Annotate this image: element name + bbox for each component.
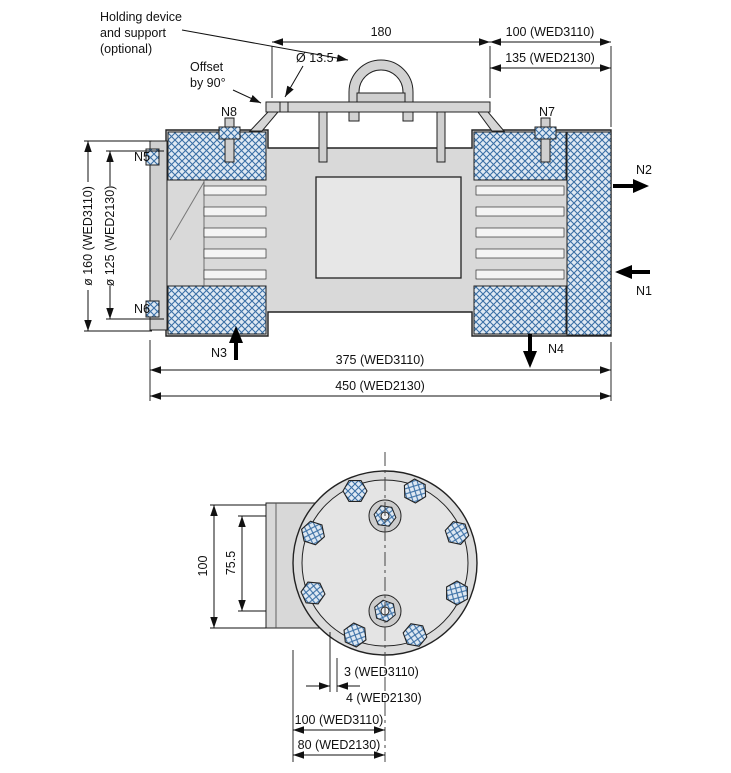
u-bolt-clamp	[348, 59, 414, 122]
dim-gap-a-label: 3 (WED3110)	[344, 665, 419, 679]
dim-end-offset-b-label: 135 (WED2130)	[505, 51, 595, 65]
nozzle-label-n8: N8	[221, 105, 237, 119]
callout-offset: Offset by 90°	[190, 60, 262, 104]
nozzle-arrow-n3	[229, 326, 243, 360]
callout-holding-device: Holding device and support (optional)	[100, 10, 349, 62]
dim-gap-b-label: 4 (WED2130)	[346, 691, 422, 705]
nozzle-label-n4: N4	[548, 342, 564, 356]
right-end-cap-hatch	[566, 131, 612, 336]
support-stem-right	[436, 111, 446, 163]
dim-bracket-span: 180	[271, 25, 491, 98]
holding-device-line2: and support	[100, 26, 167, 40]
dim-dia-b-label: ø 125 (WED2130)	[103, 186, 117, 287]
dim-end-offset-a-label: 100 (WED3110)	[506, 25, 595, 39]
clamp-plate	[356, 92, 406, 103]
bolt-icon	[300, 520, 326, 546]
dim-depth: 100 (WED3110) 80 (WED2130)	[292, 650, 385, 762]
front-view: 100 75.5 3 (WED3110) 4 (WED2130) 100 (WE…	[196, 452, 478, 762]
left-bonnet-edge	[169, 181, 205, 241]
holding-device-line1: Holding device	[100, 10, 182, 24]
stud-n7	[540, 117, 551, 163]
nozzle-label-n1: N1	[636, 284, 652, 298]
bolt-icon	[300, 581, 326, 605]
bolt-icon	[444, 520, 470, 546]
dim-length-b-label: 450 (WED2130)	[335, 379, 425, 393]
offset-line2: by 90°	[190, 76, 226, 90]
tube-bundle-right	[475, 185, 565, 280]
plug-n5	[145, 148, 160, 166]
dim-gasket-gap: 3 (WED3110) 4 (WED2130)	[306, 632, 422, 705]
dim-bracket-span-label: 180	[371, 25, 392, 39]
callout-hole-diameter: Ø 13.5	[284, 51, 334, 98]
shell-center-panel	[315, 176, 462, 279]
right-head-hatch-bottom	[473, 285, 567, 335]
stud-n8	[224, 117, 235, 163]
side-view: 180 100 (WED3110) 135 (WED2130) ø 160 (W…	[81, 10, 652, 401]
left-flange-plate	[149, 140, 168, 331]
support-foot-right	[477, 111, 506, 132]
nozzle-arrow-n1	[615, 265, 650, 279]
dim-dia-a-label: ø 160 (WED3110)	[81, 186, 95, 286]
plug-n6	[145, 300, 160, 318]
bolt-icon	[446, 580, 468, 606]
dim-depth-a-label: 100 (WED3110)	[295, 713, 384, 727]
bolt-icon	[402, 623, 428, 647]
left-head-hatch-top	[167, 131, 267, 181]
dim-shell-diameter: ø 160 (WED3110) ø 125 (WED2130)	[81, 140, 164, 332]
support-foot-left	[248, 111, 280, 132]
offset-line1: Offset	[190, 60, 224, 74]
dim-length-a-label: 375 (WED3110)	[336, 353, 425, 367]
flange-bolts	[300, 478, 470, 648]
hole-diameter-label: Ø 13.5	[296, 51, 334, 65]
nozzle-label-n6: N6	[134, 302, 150, 316]
tube-bundle-left	[203, 185, 267, 280]
dim-overall-length: 375 (WED3110) 450 (WED2130)	[149, 340, 612, 401]
nozzle-label-n7: N7	[539, 105, 555, 119]
nozzle-arrow-n2	[613, 179, 649, 193]
dim-bolt-spacing: 75.5	[224, 515, 266, 612]
nozzle-arrow-n4	[523, 334, 537, 368]
bolt-icon	[403, 478, 427, 504]
nut-n7	[534, 126, 557, 140]
support-stem-left	[318, 111, 328, 163]
dim-depth-b-label: 80 (WED2130)	[298, 738, 381, 752]
bolt-icon	[342, 480, 368, 502]
dim-bracket-height: 100	[196, 504, 266, 629]
nozzle-label-n3: N3	[211, 346, 227, 360]
bolt-icon	[343, 622, 367, 648]
dim-bolt-spacing-label: 75.5	[224, 551, 238, 575]
nozzle-label-n5: N5	[134, 150, 150, 164]
right-head-hatch-top	[473, 131, 567, 181]
support-bar	[265, 101, 491, 113]
dim-bracket-height-label: 100	[196, 556, 210, 577]
holding-device-line3: (optional)	[100, 42, 152, 56]
nut-n8	[218, 126, 241, 140]
nozzle-label-n2: N2	[636, 163, 652, 177]
dim-end-offset: 100 (WED3110) 135 (WED2130)	[490, 25, 612, 127]
left-head-hatch-bottom	[167, 285, 267, 335]
